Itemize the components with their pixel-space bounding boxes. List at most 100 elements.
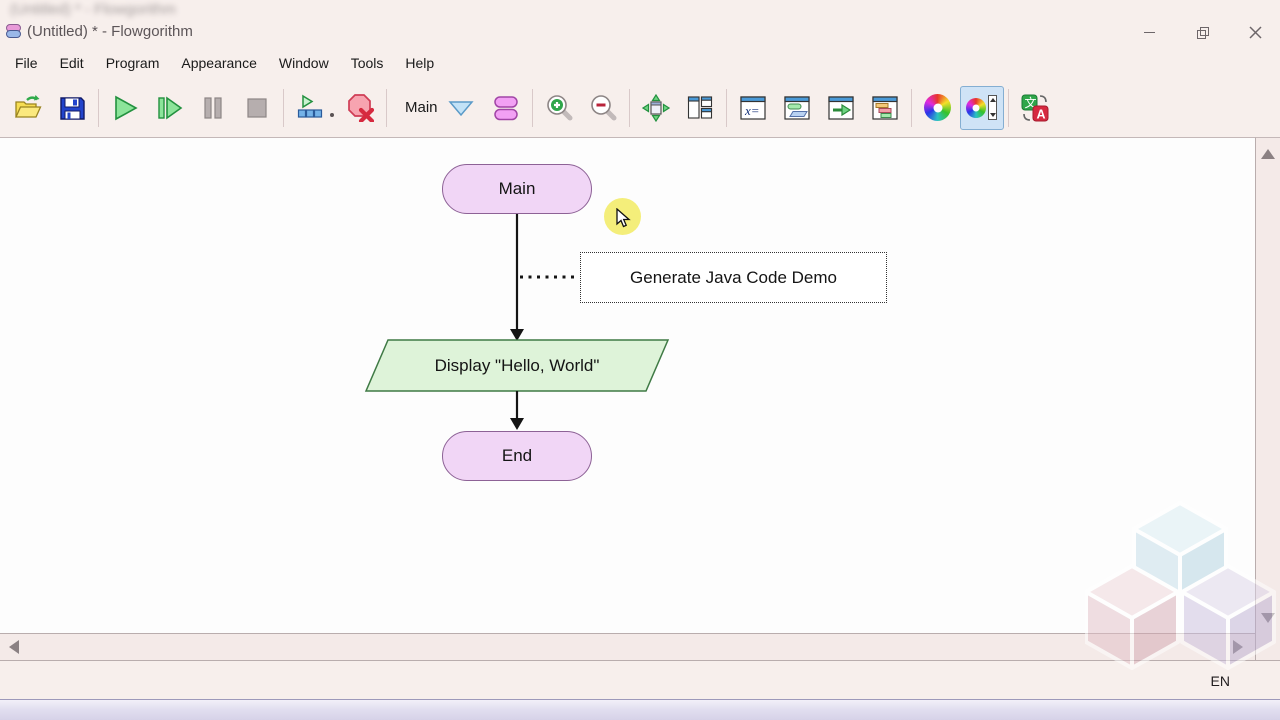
function-selector-label: Main	[405, 99, 438, 116]
run-button[interactable]	[103, 86, 147, 130]
clear-breakpoints-button[interactable]	[338, 86, 382, 130]
taskbar-edge	[0, 699, 1280, 720]
scroll-up-icon	[1261, 149, 1275, 159]
arrowhead-end	[510, 418, 524, 430]
step-button[interactable]	[147, 86, 191, 130]
menu-bar: File Edit Program Appearance Window Tool…	[0, 47, 1280, 78]
scroll-left-icon	[9, 640, 19, 654]
zoom-out-button[interactable]	[581, 86, 625, 130]
scroll-right-icon	[1233, 640, 1243, 654]
scroll-left-button[interactable]	[2, 635, 26, 659]
step-icon	[158, 95, 183, 120]
output-button[interactable]	[819, 86, 863, 130]
menu-appearance[interactable]: Appearance	[181, 54, 257, 71]
open-folder-icon	[14, 94, 42, 118]
pause-icon	[204, 96, 222, 119]
save-icon	[60, 96, 85, 120]
open-button[interactable]	[6, 86, 50, 130]
chevron-down-icon	[447, 100, 474, 116]
horizontal-scrollbar[interactable]	[0, 633, 1255, 661]
svg-text:x=: x=	[744, 103, 760, 118]
window-title: (Untitled) * - Flowgorithm	[27, 23, 193, 40]
source-code-viewer-button[interactable]	[863, 86, 907, 130]
console-icon	[783, 95, 810, 120]
restore-icon	[1196, 26, 1209, 39]
menu-help[interactable]: Help	[405, 54, 435, 71]
save-button[interactable]	[50, 86, 94, 130]
zoom-out-icon	[590, 94, 617, 120]
console-button[interactable]	[775, 86, 819, 130]
menu-program[interactable]: Program	[105, 54, 160, 71]
node-display-label: Display "Hello, World"	[434, 356, 600, 375]
display-parallelogram[interactable]	[364, 339, 670, 392]
menu-file[interactable]: File	[15, 54, 38, 71]
scroll-down-icon	[1261, 613, 1275, 623]
variable-watch-button[interactable]: x=	[731, 86, 775, 130]
toolbar-separator	[283, 88, 284, 127]
output-icon	[827, 95, 854, 120]
toolbar-separator	[531, 88, 533, 127]
arrowhead-display	[510, 329, 524, 341]
fit-to-window-button[interactable]	[634, 86, 678, 130]
function-shapes-icon	[493, 95, 518, 120]
close-icon	[1249, 26, 1262, 39]
scroll-down-button[interactable]	[1256, 606, 1280, 630]
zoom-in-icon	[546, 94, 573, 120]
toolbar-separator	[910, 88, 912, 127]
run-icon	[115, 95, 138, 120]
run-with-chart-button[interactable]	[288, 86, 332, 130]
toolbar-separator	[725, 88, 727, 127]
node-end-label: End	[501, 446, 533, 465]
function-selector[interactable]: Main	[391, 86, 484, 130]
translate-button[interactable]: 文 A	[1013, 86, 1057, 130]
title-bar: (Untitled) * - Flowgorithm	[0, 18, 1280, 47]
node-main[interactable]: Main	[442, 164, 592, 214]
clear-breakpoints-icon	[348, 93, 374, 122]
stop-icon	[247, 97, 267, 118]
pause-button[interactable]	[191, 86, 235, 130]
menu-tools[interactable]: Tools	[350, 54, 384, 71]
variable-watch-icon: x=	[739, 95, 766, 120]
toolbar-separator	[1007, 88, 1009, 127]
color-wheel-icon	[924, 94, 952, 121]
flowchart-connectors	[364, 214, 670, 430]
minimize-icon	[1144, 32, 1155, 33]
run-with-chart-icon	[297, 94, 323, 118]
toolbar-separator	[386, 88, 387, 127]
tile-windows-icon	[687, 95, 712, 119]
app-icon	[6, 23, 22, 39]
chart-colors-button[interactable]	[959, 85, 1004, 130]
run-dropdown-icon[interactable]	[330, 112, 334, 117]
vertical-scrollbar[interactable]	[1255, 137, 1280, 633]
minimize-button[interactable]	[1127, 18, 1172, 47]
fit-to-window-icon	[641, 93, 670, 122]
close-button[interactable]	[1233, 18, 1278, 47]
blurred-ghost-title: (Untitled) * - Flowgorithm	[10, 1, 176, 18]
scroll-right-button[interactable]	[1226, 635, 1250, 659]
toolbar-separator	[628, 88, 630, 127]
restore-button[interactable]	[1180, 18, 1225, 47]
status-bar: EN	[0, 661, 1280, 699]
source-code-viewer-icon	[871, 95, 898, 120]
menu-window[interactable]: Window	[278, 54, 329, 71]
scrollbar-corner	[1255, 633, 1280, 661]
scroll-up-button[interactable]	[1256, 142, 1280, 166]
node-comment-label: Generate Java Code Demo	[630, 267, 837, 287]
color-scheme-button[interactable]	[916, 86, 960, 130]
menu-edit[interactable]: Edit	[59, 54, 84, 71]
stop-button[interactable]	[235, 86, 279, 130]
function-shapes-button[interactable]	[484, 86, 528, 130]
language-indicator[interactable]: EN	[1210, 673, 1230, 689]
node-main-label: Main	[498, 179, 536, 198]
mouse-cursor-icon	[616, 208, 631, 228]
toolbar-separator	[98, 88, 99, 127]
zoom-in-button[interactable]	[537, 86, 581, 130]
translate-icon: 文 A	[1021, 94, 1049, 121]
flowchart-canvas[interactable]: Main Generate Java Code Demo Display "He…	[0, 137, 1255, 633]
node-end[interactable]: End	[442, 431, 592, 481]
node-comment[interactable]: Generate Java Code Demo	[580, 252, 887, 303]
tile-windows-button[interactable]	[678, 86, 722, 130]
svg-text:A: A	[1036, 107, 1045, 121]
chart-colors-icon	[966, 95, 998, 120]
toolbar: Main	[0, 78, 1280, 137]
